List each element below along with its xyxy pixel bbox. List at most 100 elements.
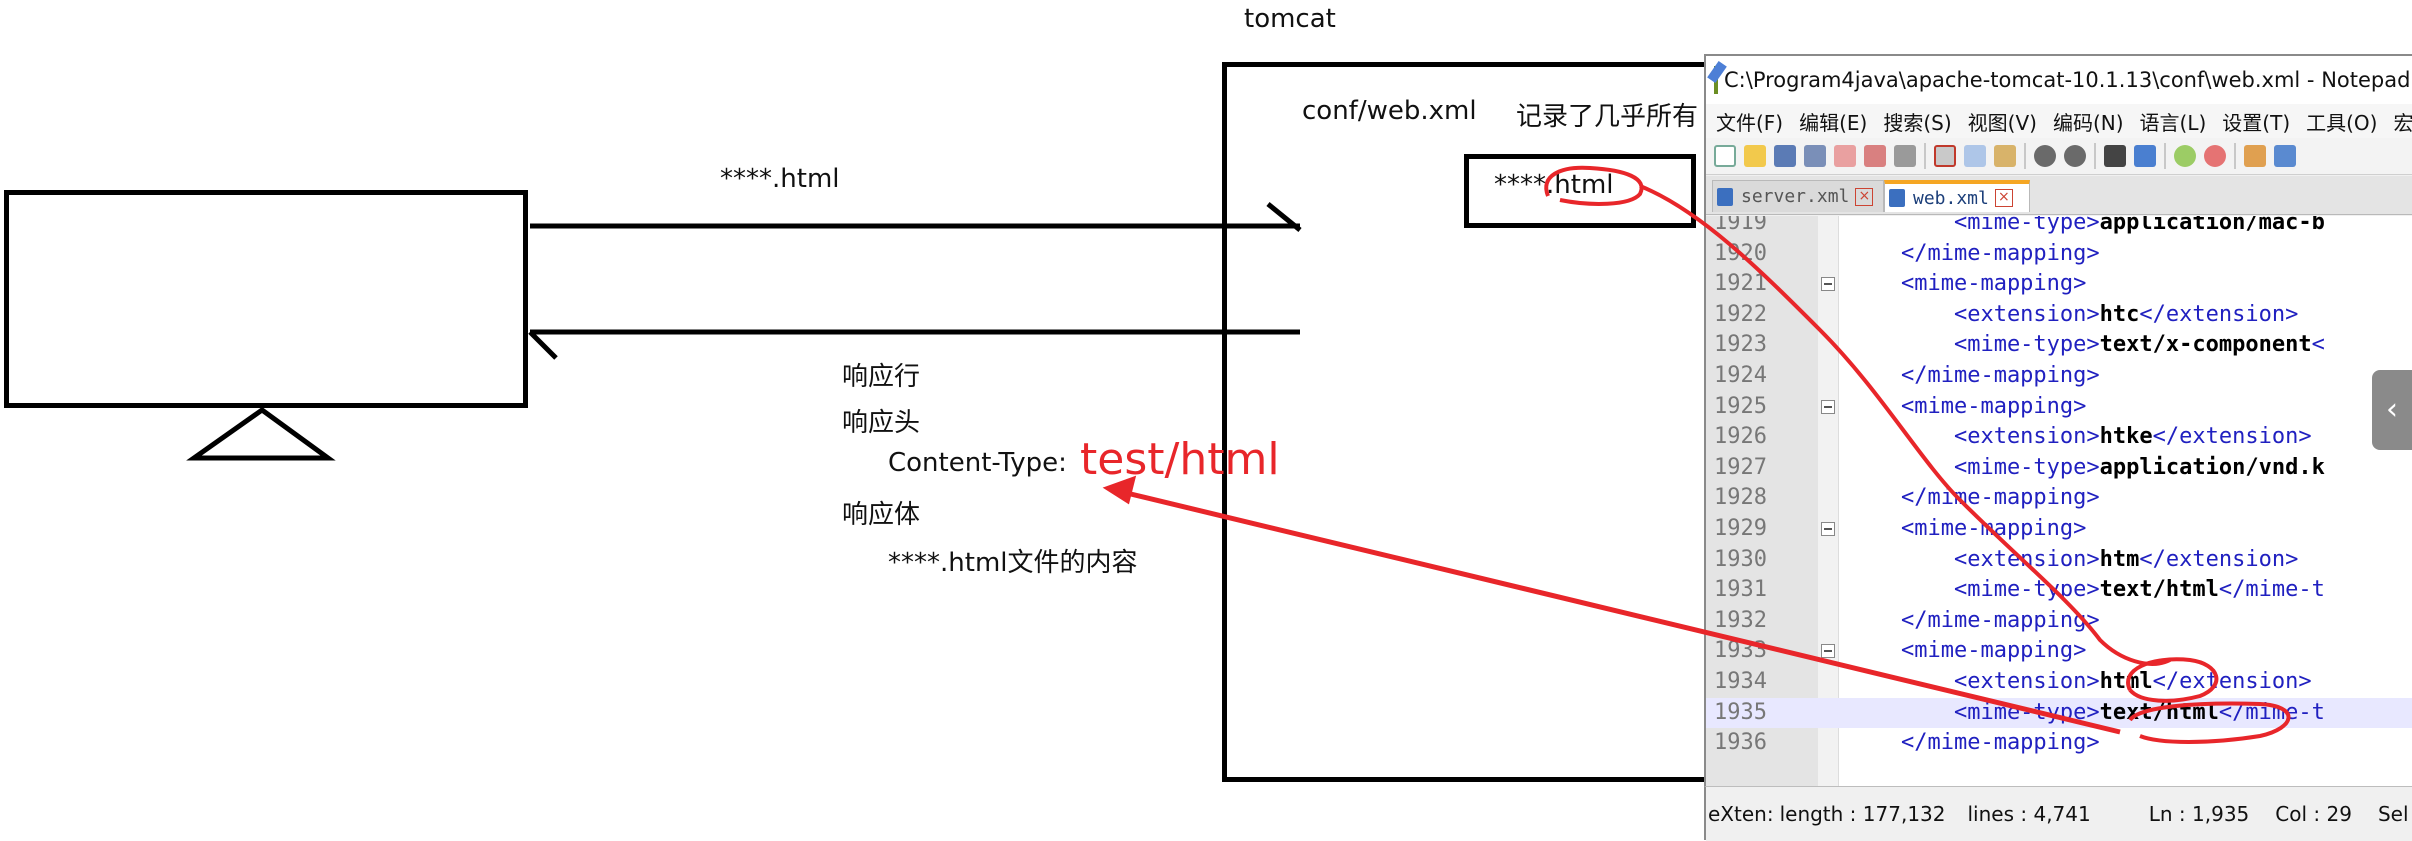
status-line-number: Ln : 1,935 bbox=[2148, 801, 2250, 826]
new-file-icon[interactable] bbox=[1714, 145, 1736, 167]
code-line[interactable]: 1933 <mime-mapping> bbox=[1706, 636, 2412, 667]
file-icon bbox=[1717, 187, 1733, 206]
line-number: 1928 bbox=[1714, 485, 1767, 511]
menu-settings[interactable]: 设置(T) bbox=[2222, 110, 2291, 135]
response-body-label: 响应体 bbox=[842, 500, 921, 530]
fold-toggle-icon[interactable] bbox=[1821, 399, 1835, 414]
code-line[interactable]: 1936 </mime-mapping> bbox=[1706, 728, 2412, 759]
code-line[interactable]: 1922 <extension>htc</extension> bbox=[1706, 300, 2412, 331]
code-line[interactable]: 1926 <extension>htke</extension> bbox=[1706, 422, 2412, 453]
toolbar-separator bbox=[2024, 143, 2026, 169]
tag-value: htm bbox=[2099, 546, 2140, 572]
conf-webxml-label: conf/web.xml bbox=[1302, 96, 1477, 126]
toolbar bbox=[1706, 138, 2412, 175]
tag-value: application/vnd.k bbox=[2099, 454, 2325, 480]
status-lines: lines : 4,741 bbox=[1967, 801, 2091, 826]
line-number: 1924 bbox=[1714, 363, 1767, 388]
status-column: Col : 29 bbox=[2275, 801, 2352, 826]
code-line[interactable]: 1935 <mime-type>text/html</mime-t bbox=[1706, 697, 2412, 729]
line-number: 1920 bbox=[1714, 240, 1767, 266]
status-bar: eXten: length : 177,132 lines : 4,741 Ln… bbox=[1704, 786, 2412, 840]
conf-note: 记录了几乎所有 bbox=[1516, 102, 1699, 132]
line-number: 1932 bbox=[1714, 607, 1767, 633]
monitor-stand bbox=[186, 406, 336, 461]
code-text: <mime-mapping> bbox=[1848, 638, 2087, 664]
toolbar-separator bbox=[2164, 143, 2166, 169]
save-icon[interactable] bbox=[1774, 145, 1796, 167]
menu-encoding[interactable]: 编码(N) bbox=[2052, 110, 2124, 135]
code-line[interactable]: 1923 <mime-type>text/x-component< bbox=[1706, 330, 2412, 361]
close-icon[interactable]: × bbox=[1855, 187, 1874, 206]
close-file-icon[interactable] bbox=[1834, 145, 1856, 167]
line-number: 1919 bbox=[1714, 216, 1767, 235]
code-line[interactable]: 1921 <mime-mapping> bbox=[1706, 269, 2412, 300]
chevron-left-icon[interactable]: ‹ bbox=[2372, 370, 2412, 450]
code-line[interactable]: 1934 <extension>html</extension> bbox=[1706, 667, 2412, 698]
zoom-in-icon[interactable] bbox=[2174, 145, 2196, 167]
open-file-icon[interactable] bbox=[1744, 145, 1766, 167]
code-line[interactable]: 1928 </mime-mapping> bbox=[1706, 483, 2412, 514]
code-text: <extension>htc</extension> bbox=[1848, 301, 2299, 327]
fold-toggle-icon[interactable] bbox=[1821, 644, 1835, 659]
redo-icon[interactable] bbox=[2064, 145, 2086, 167]
cut-icon[interactable] bbox=[1934, 145, 1956, 167]
code-text: <extension>htke</extension> bbox=[1848, 424, 2312, 450]
sync-horizontal-icon[interactable] bbox=[2274, 145, 2296, 167]
tab-web-xml[interactable]: web.xml × bbox=[1884, 180, 2030, 212]
fold-toggle-icon[interactable] bbox=[1821, 277, 1835, 292]
html-file-label: ****.html bbox=[1494, 170, 1614, 200]
code-text: <mime-type>text/html</mime-t bbox=[1848, 699, 2325, 725]
copy-icon[interactable] bbox=[1964, 145, 1986, 167]
code-text: <mime-type>text/html</mime-t bbox=[1848, 577, 2325, 603]
menu-macro[interactable]: 宏 bbox=[2393, 110, 2412, 135]
code-text: <extension>html</extension> bbox=[1848, 669, 2312, 694]
response-body-content: ****.html文件的内容 bbox=[888, 548, 1138, 578]
code-text: <mime-type>application/vnd.k bbox=[1848, 454, 2325, 480]
toolbar-separator bbox=[2234, 143, 2236, 169]
close-icon[interactable]: × bbox=[1994, 189, 2013, 207]
code-line[interactable]: 1924 </mime-mapping> bbox=[1706, 361, 2412, 392]
code-line[interactable]: 1927 <mime-type>application/vnd.k bbox=[1706, 453, 2412, 484]
menu-tools[interactable]: 工具(O) bbox=[2306, 110, 2378, 135]
sync-vertical-icon[interactable] bbox=[2244, 145, 2266, 167]
line-number: 1935 bbox=[1714, 699, 1767, 725]
tag-value: text/html bbox=[2099, 577, 2219, 603]
menu-file[interactable]: 文件(F) bbox=[1716, 110, 1784, 135]
code-line[interactable]: 1929 <mime-mapping> bbox=[1706, 514, 2412, 545]
fold-toggle-icon[interactable] bbox=[1821, 522, 1835, 536]
find-icon[interactable] bbox=[2104, 145, 2126, 167]
code-line[interactable]: 1930 <extension>htm</extension> bbox=[1706, 545, 2412, 576]
file-icon bbox=[1889, 189, 1905, 207]
tab-server-xml[interactable]: server.xml × bbox=[1712, 180, 1884, 212]
tab-bar: server.xml × web.xml × bbox=[1706, 176, 2412, 215]
content-type-label: Content-Type: bbox=[888, 448, 1067, 478]
line-number: 1930 bbox=[1714, 546, 1767, 572]
tag-value: html bbox=[2099, 669, 2153, 694]
zoom-out-icon[interactable] bbox=[2204, 145, 2226, 167]
close-all-icon[interactable] bbox=[1864, 145, 1886, 167]
menu-edit[interactable]: 编辑(E) bbox=[1799, 110, 1868, 135]
save-all-icon[interactable] bbox=[1804, 145, 1826, 167]
menu-search[interactable]: 搜索(S) bbox=[1883, 110, 1952, 135]
code-line[interactable]: 1925 <mime-mapping> bbox=[1706, 392, 2412, 423]
line-number: 1923 bbox=[1714, 332, 1767, 358]
code-line[interactable]: 1920 </mime-mapping> bbox=[1706, 239, 2412, 270]
menu-view[interactable]: 视图(V) bbox=[1967, 110, 2037, 135]
paste-icon[interactable] bbox=[1994, 145, 2016, 167]
status-selection: Sel : 9 bbox=[2377, 801, 2412, 826]
tag-value: application/mac-b bbox=[2099, 216, 2325, 235]
print-icon[interactable] bbox=[1894, 145, 1916, 167]
replace-icon[interactable] bbox=[2134, 145, 2156, 167]
code-line[interactable]: 1919 <mime-type>application/mac-b bbox=[1706, 216, 2412, 239]
line-number: 1921 bbox=[1714, 271, 1767, 297]
tag-value: text/html bbox=[2099, 699, 2219, 725]
line-number: 1927 bbox=[1714, 454, 1767, 480]
code-text: <mime-type>text/x-component< bbox=[1848, 332, 2325, 358]
code-line[interactable]: 1932 </mime-mapping> bbox=[1706, 606, 2412, 637]
line-number: 1926 bbox=[1714, 424, 1767, 450]
undo-icon[interactable] bbox=[2034, 145, 2056, 167]
menu-language[interactable]: 语言(L) bbox=[2139, 110, 2207, 135]
tag-value: text/x-component bbox=[2099, 332, 2312, 358]
code-line[interactable]: 1931 <mime-type>text/html</mime-t bbox=[1706, 575, 2412, 606]
